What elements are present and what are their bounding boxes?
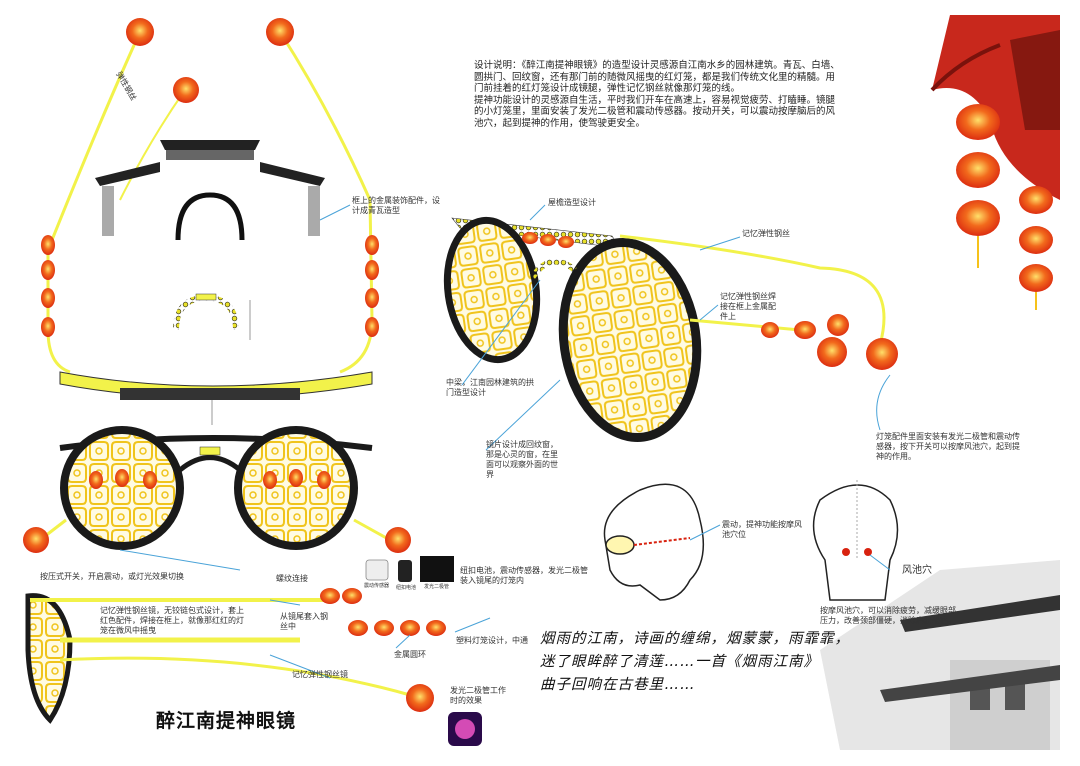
lantern-icon [385,527,411,553]
label-bridge: 中梁，江南园林建筑的拱门造型设计 [446,378,534,397]
label-battery-small-1: 震动传感器 [364,583,390,589]
perspective-glasses-view [443,216,898,442]
front-glasses-view [23,426,411,553]
poem-line-2: 迷了眼眸醉了清莲……一首《烟雨江南》 [540,654,819,670]
label-lens: 镜片设计成回纹窗，那是心灵的窗，在里面可以观察外面的世界 [486,440,558,479]
poem-line-3: 曲子回响在古巷里…… [540,677,695,693]
lantern-icon [266,18,294,46]
label-battery: 纽扣电池，震动传感器，发光二极管装入镜尾的灯笼内 [460,566,588,585]
lantern-icon [23,527,49,553]
description-paragraph-2: 提神功能设计的灵感源自生活，平时我们开车在高速上，容易视觉疲劳、打瞌睡。镜腿的小… [474,94,836,129]
label-battery-small-2: 纽扣电池 [396,585,417,591]
temple-detail-view [25,556,482,746]
top-left-front-view [41,18,379,425]
callout-lines [119,204,891,679]
label-vibration: 震动，提神功能按摩风池穴位 [722,520,802,539]
poem: 烟雨的江南，诗画的缠绵，烟蒙蒙，雨霏霏， 迷了眼眸醉了清莲……一首《烟雨江南》 … [540,628,920,697]
label-memory-wire-weld: 记忆弹性钢丝焊接在框上金属配件上 [720,292,776,321]
label-memory-temple: 记忆弹性钢丝镜 [292,670,348,679]
label-led-effect: 发光二极管工作时的效果 [450,686,506,705]
lantern-icon [173,77,199,103]
description-paragraph-1: 设计说明：《醉江南提神眼镜》的造型设计灵感源自江南水乡的园林建筑。青瓦、白墙、圆… [474,60,840,94]
label-switch: 按压式开关，开启震动，或灯光效果切换 [40,572,184,581]
label-plastic-lantern: 塑料灯笼设计，中通 [456,636,528,645]
lantern-icon [406,684,434,712]
label-battery-small-3: 发光二极管 [424,584,450,590]
label-frame-metal: 框上的金属装饰配件，设计成青瓦造型 [352,196,440,215]
led-photo-icon [420,556,454,582]
lantern-icon [866,338,898,370]
design-description: 设计说明：《醉江南提神眼镜》的造型设计灵感源自江南水乡的园林建筑。青瓦、白墙、圆… [474,60,844,129]
label-thread: 螺纹连接 [276,574,308,583]
poem-line-1: 烟雨的江南，诗画的缠绵，烟蒙蒙，雨霏霏， [540,631,850,647]
label-temple-design: 记忆弹性钢丝镜，无铰链包式设计，套上红色配件，焊接在框上，就像那红红的灯笼在微风… [100,606,244,635]
label-slide-in: 从镜尾套入钢丝中 [280,612,328,631]
head-side-illustration [603,483,705,601]
label-memory-wire: 记忆弹性钢丝 [742,229,790,238]
label-fengchi: 风池穴 [902,565,932,576]
eave-lantern-decoration [930,15,1060,310]
ancient-alley-architecture [820,560,1060,750]
page-title: 醉江南提神眼镜 [156,710,297,732]
label-eave-design: 屋檐造型设计 [548,198,596,207]
label-lantern-part: 灯笼配件里面安装有发光二极管和震动传感器，按下开关可以按摩风池穴，起到提神的作用… [876,432,1020,461]
head-back-illustration [812,480,899,601]
lantern-icon [126,18,154,46]
label-massage: 按摩风池穴，可以消除疲劳，减缓眼部压力，改善颈部僵硬，消除肩膀酸痛。 [820,606,956,625]
label-metal-ring: 金属圆环 [394,650,426,659]
garden-gate-roof-icon [95,140,325,241]
